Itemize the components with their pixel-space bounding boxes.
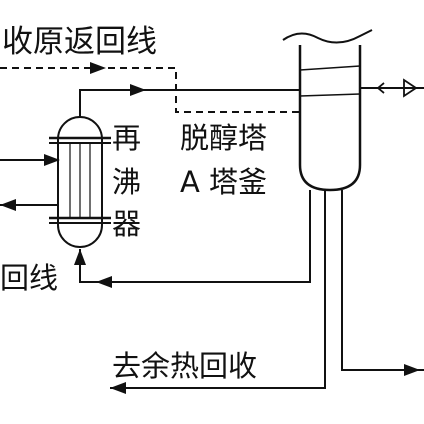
recovery-return-line-label: 收原返回线 bbox=[2, 24, 157, 60]
heating-medium-lines bbox=[0, 154, 60, 211]
tower-bottom-label-line2: A 塔釜 bbox=[180, 165, 267, 199]
recovery-return-line-dashed bbox=[0, 62, 300, 113]
reboiler-label-char-3: 器 bbox=[112, 207, 141, 241]
reboiler-label-char-1: 再 bbox=[112, 121, 141, 155]
return-line-fragment-label: 回线 bbox=[0, 261, 58, 295]
tower-bottom-label-line1: 脱醇塔 bbox=[180, 121, 267, 155]
reboiler-vapor-line bbox=[79, 84, 300, 117]
bottom-drawoff-lines bbox=[110, 190, 424, 394]
distillation-column bbox=[282, 29, 373, 192]
reboiler bbox=[49, 116, 111, 248]
column-bottom-to-reboiler bbox=[74, 190, 311, 288]
waste-heat-recovery-label: 去余热回收 bbox=[112, 349, 257, 383]
reboiler-label-char-2: 沸 bbox=[112, 165, 141, 199]
side-valve bbox=[360, 78, 424, 98]
